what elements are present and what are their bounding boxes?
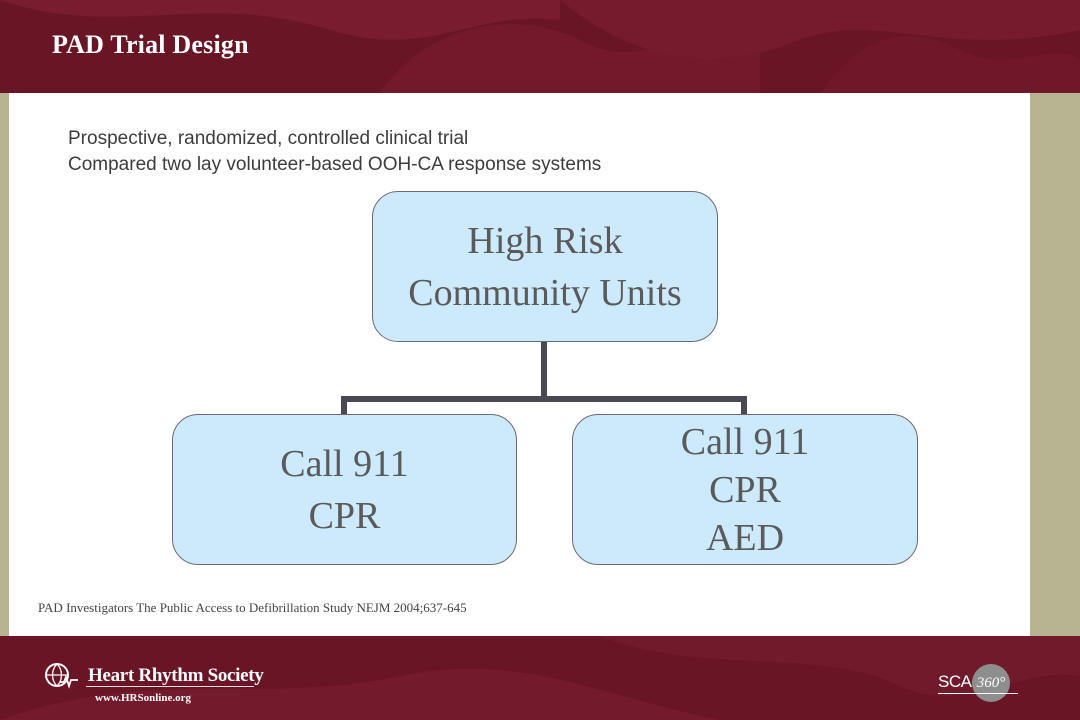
hrs-underline: [86, 686, 254, 687]
bullet-list: Prospective, randomized, controlled clin…: [68, 126, 601, 178]
node-text-line: Community Units: [408, 271, 682, 314]
sca360-logo: 360° SCA: [938, 664, 1018, 704]
citation-text: PAD Investigators The Public Access to D…: [38, 600, 467, 615]
node-text-line: High Risk: [467, 219, 623, 262]
slide-footer: [0, 636, 1080, 720]
connector-vertical-right: [741, 396, 747, 415]
sca-underline: [938, 693, 1018, 694]
left-side-bar: [0, 93, 9, 636]
globe-heart-icon: [45, 663, 78, 689]
connector-vertical-left: [341, 396, 347, 415]
hrs-logo: Heart Rhythm Society: [44, 662, 264, 690]
header-wave-decoration: [0, 0, 1080, 93]
sca-circle: 360°: [972, 664, 1010, 702]
diagram-node-aed-arm: Call 911 CPR AED: [572, 414, 918, 565]
diagram-node-root: High Risk Community Units: [372, 191, 718, 342]
hrs-org-name: Heart Rhythm Society: [88, 665, 264, 686]
node-text-line: Call 911: [680, 420, 810, 463]
right-side-bar: [1030, 93, 1080, 636]
node-text-line: CPR: [308, 494, 381, 537]
diagram-node-cpr-arm: Call 911 CPR: [172, 414, 517, 565]
slide-title: PAD Trial Design: [52, 30, 249, 59]
hrs-url: www.HRSonline.org: [95, 692, 191, 704]
connector-horizontal: [341, 396, 747, 402]
connector-vertical-root: [541, 340, 547, 400]
sca-text: SCA: [938, 672, 972, 691]
bullet-line: Compared two lay volunteer-based OOH-CA …: [68, 154, 602, 175]
node-text-line: AED: [705, 516, 785, 559]
slide-header: PAD Trial Design: [0, 0, 1080, 93]
footer-wave-decoration: [0, 636, 1080, 720]
bullet-line: Prospective, randomized, controlled clin…: [68, 128, 469, 149]
sca-number: 360°: [976, 674, 1006, 691]
node-text-line: Call 911: [280, 442, 409, 485]
node-text-line: CPR: [709, 468, 781, 511]
